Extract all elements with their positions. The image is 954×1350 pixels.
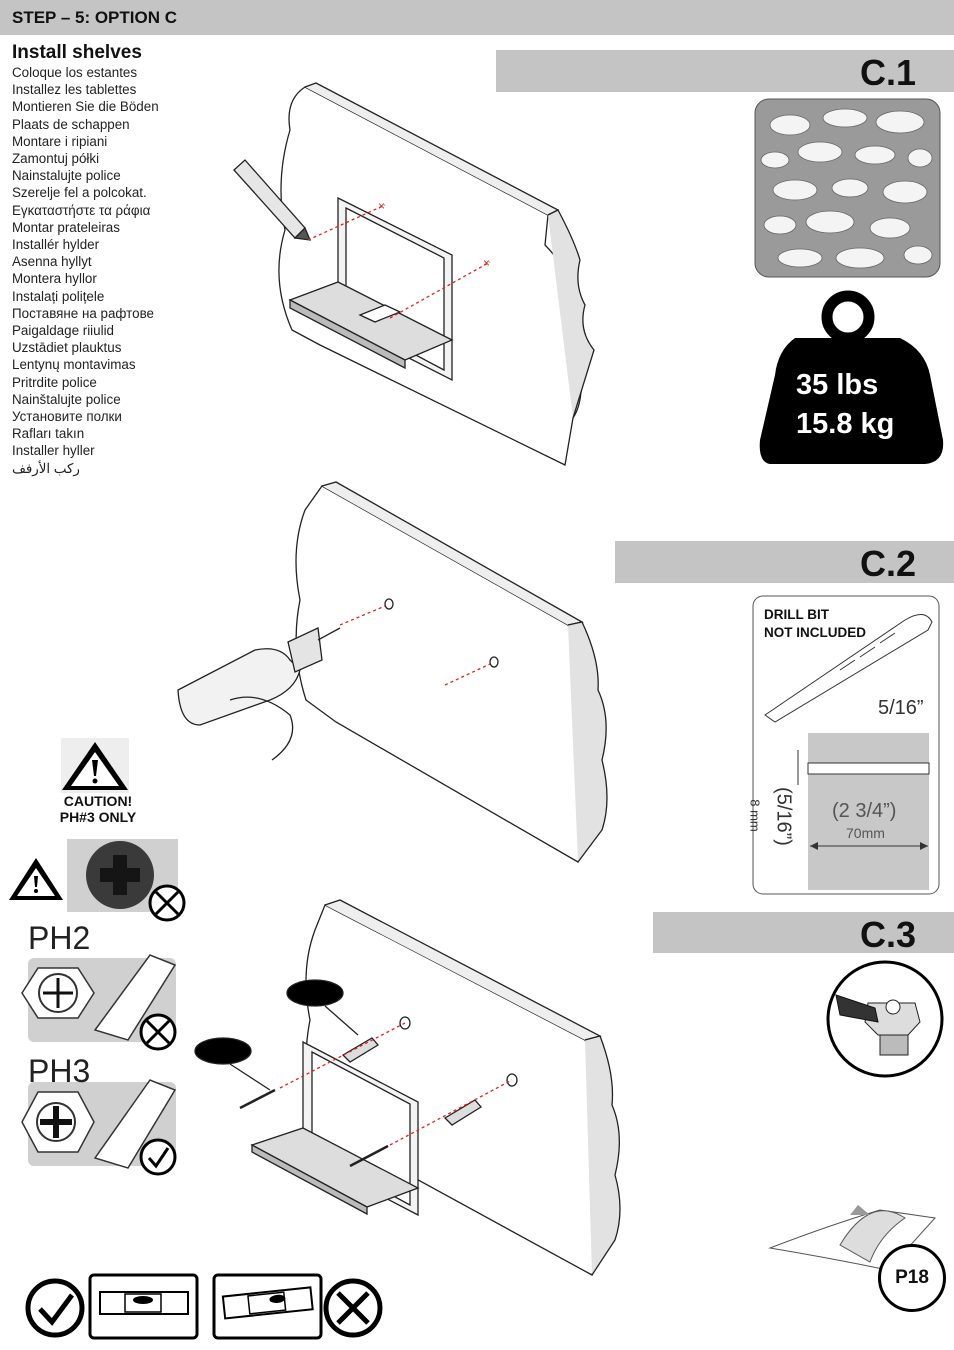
translation-item: Coloque los estantes bbox=[12, 65, 138, 80]
level-check-wrong bbox=[212, 1273, 383, 1340]
translation-item: Instalați polițele bbox=[12, 288, 105, 304]
level-check-correct bbox=[25, 1273, 199, 1340]
translation-item: Lentynų montavimas bbox=[12, 357, 136, 373]
step-c2-label: C.2 bbox=[859, 543, 916, 584]
translation-item: Montieren Sie die Böden bbox=[12, 99, 159, 115]
ph2-bit-wrong bbox=[21, 954, 177, 1051]
weight-lbs: 35 lbs bbox=[796, 369, 879, 401]
ph3-bit-right bbox=[21, 1079, 177, 1176]
wall-marking-illustration: × × bbox=[233, 82, 595, 466]
wall-anchoring-illustration bbox=[194, 899, 621, 1276]
page-number-badge: P18 bbox=[878, 1244, 946, 1312]
step-c3-band: C.3 bbox=[653, 912, 954, 955]
step-header-bar: STEP – 5: OPTION C bbox=[0, 0, 954, 35]
translation-item: Szerelje fel a polcokat. bbox=[12, 185, 147, 201]
stone-wall-icon bbox=[754, 98, 941, 278]
translation-item: Pritrdite police bbox=[12, 374, 97, 390]
ph3-label: PH3 bbox=[28, 1053, 91, 1089]
hole-diameter-mm: 8 mm bbox=[747, 799, 763, 832]
svg-text:×: × bbox=[483, 256, 490, 270]
translation-item: Установите полки bbox=[12, 409, 122, 425]
step-label: STEP – 5: OPTION C bbox=[12, 8, 178, 27]
instruction-title: Install shelves bbox=[12, 42, 142, 63]
translation-item: Εγκαταστήστε τα ράφια bbox=[12, 202, 151, 218]
weight-kg: 15.8 kg bbox=[796, 408, 895, 440]
step-c3-label: C.3 bbox=[859, 914, 916, 955]
translation-item: Montar prateleiras bbox=[12, 219, 120, 235]
translation-item: Plaats de schappen bbox=[12, 116, 130, 132]
translation-item: Zamontuj półki bbox=[12, 151, 100, 167]
bit-size-label: 5/16” bbox=[878, 697, 924, 719]
drill-note-line2: NOT INCLUDED bbox=[764, 625, 866, 640]
caution-line1: CAUTION! bbox=[63, 793, 133, 809]
step-c2-band: C.2 bbox=[615, 541, 954, 584]
caution-line2: PH#3 ONLY bbox=[59, 809, 137, 825]
caution-icon bbox=[61, 738, 129, 793]
translation-item: Montera hyllor bbox=[12, 271, 97, 287]
translation-item: Nainštalujte police bbox=[12, 391, 121, 407]
translation-item: Поставяне на рафтове bbox=[12, 305, 154, 321]
translation-item: Installez les tablettes bbox=[12, 82, 137, 98]
wall-drilling-illustration bbox=[177, 481, 608, 863]
caution-text: CAUTION! PH#3 ONLY bbox=[40, 793, 156, 825]
step-c1-band: C.1 bbox=[496, 50, 954, 93]
translation-item: Asenna hyllyt bbox=[12, 254, 92, 270]
translation-item: Paigaldage riiulid bbox=[12, 323, 114, 339]
translation-item: Installer hyller bbox=[12, 443, 95, 459]
drill-bit-panel bbox=[752, 595, 940, 895]
drill-note-line1: DRILL BIT bbox=[764, 607, 829, 622]
translation-item: Installér hylder bbox=[12, 237, 100, 253]
hole-depth-in: (2 3/4”) bbox=[832, 800, 897, 822]
translation-item: Rafları takın bbox=[12, 426, 85, 442]
drill-bit-note: DRILL BIT NOT INCLUDED bbox=[764, 606, 866, 642]
step-c1-label: C.1 bbox=[859, 52, 916, 93]
ph2-label: PH2 bbox=[28, 920, 91, 956]
hole-depth-mm: 70mm bbox=[846, 825, 885, 841]
page-number: P18 bbox=[895, 1267, 929, 1288]
translation-item: Nainstalujte police bbox=[12, 168, 121, 184]
weight-icon bbox=[759, 290, 944, 464]
translation-item: Uzstādiet plauktus bbox=[12, 340, 122, 356]
hole-diameter-in: (5/16”) bbox=[772, 787, 795, 846]
translation-item: Montare i ripiani bbox=[12, 133, 108, 149]
translation-item: ركب الأرفف bbox=[12, 460, 80, 476]
anchor-tool-icon bbox=[826, 960, 944, 1078]
svg-text:×: × bbox=[378, 199, 385, 213]
stripped-screw-warning bbox=[9, 839, 186, 922]
